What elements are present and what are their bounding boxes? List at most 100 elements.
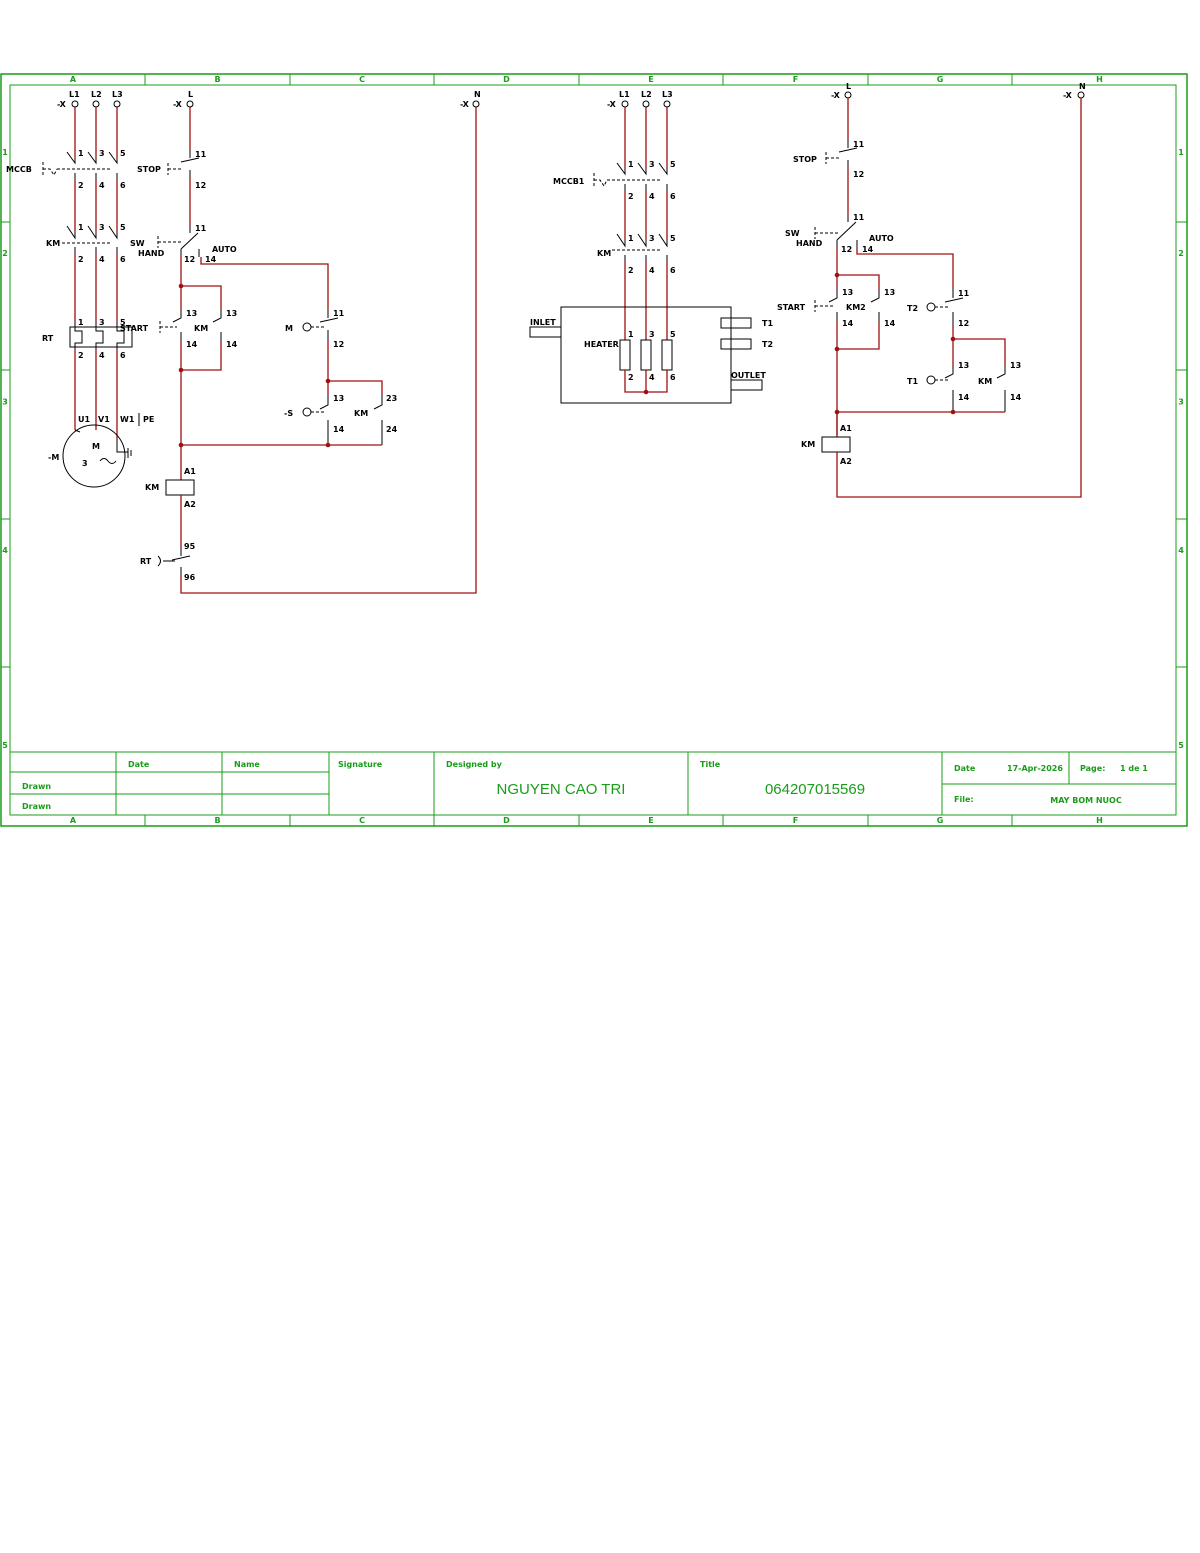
heater-terminal-l3 <box>663 100 671 108</box>
stop-pin-11: 11 <box>195 150 207 159</box>
c3-km-seal-label: KM <box>978 377 992 386</box>
mccb1-pin-2: 2 <box>628 192 634 201</box>
km-pin-2: 2 <box>78 255 84 264</box>
heater-control-circuit: -X L -X N STOP 11 12 SW HAND AUTO 11 12 … <box>777 82 1086 498</box>
level-s-label: -S <box>284 409 293 418</box>
c3-terminal-n-label: N <box>1079 82 1086 91</box>
c3-auto-label: AUTO <box>869 234 894 243</box>
column-label: E <box>648 816 653 825</box>
c3-hand-label: HAND <box>796 239 823 248</box>
row-label: 3 <box>2 398 8 407</box>
sw-pin-12: 12 <box>184 255 195 264</box>
level-s-pin-14: 14 <box>333 425 345 434</box>
phase-wires-motor <box>74 350 118 440</box>
rt-pin-95: 95 <box>184 542 196 551</box>
column-label: G <box>937 75 944 84</box>
coil-pin-a2: A2 <box>184 500 196 509</box>
mccb-breaker <box>42 151 118 180</box>
heater-power-circuit: -X L1 L2 L3 MCCB1 1 3 5 2 4 6 KM 1 3 5 2… <box>529 90 773 404</box>
heater-wires-top <box>624 107 668 168</box>
km-pin-5: 5 <box>120 223 126 232</box>
rt-pin-4: 4 <box>99 351 105 360</box>
heater-l3-label: L3 <box>662 90 673 99</box>
outlet-label: OUTLET <box>731 371 766 380</box>
start-button <box>159 321 177 333</box>
terminal-l1 <box>71 100 79 108</box>
c3-wire-km2-branch <box>837 274 880 290</box>
c3-km2-pin-13: 13 <box>884 288 895 297</box>
tb-file-label: File: <box>954 795 974 804</box>
ctrl-wire-auto <box>200 257 329 310</box>
c3-km2-contact <box>870 290 880 322</box>
terminal-l3 <box>113 100 121 108</box>
km-seal-label: KM <box>194 324 208 333</box>
c3-start-contact <box>828 290 838 322</box>
heater-pin-6: 6 <box>670 373 676 382</box>
heater-km-pin-1: 1 <box>628 234 634 243</box>
mccb-pin-4: 4 <box>99 181 105 190</box>
rt-pin-2: 2 <box>78 351 84 360</box>
km-aux-23-24 <box>373 395 383 445</box>
c3-selector-actuator <box>814 227 840 239</box>
c3-t1-pin-14: 14 <box>958 393 970 402</box>
heater-terminal-l1 <box>621 100 629 108</box>
n-terminal-label: N <box>474 90 481 99</box>
row-label: 5 <box>2 741 8 750</box>
c3-stop-button <box>825 152 841 164</box>
tb-page-value: 1 de 1 <box>1120 764 1148 773</box>
column-label: B <box>214 816 220 825</box>
c3-start-button <box>814 300 833 312</box>
heater-km-pin-3: 3 <box>649 234 655 243</box>
junction <box>834 346 840 352</box>
km-main-contacts <box>62 225 118 254</box>
tb-drawn-1: Drawn <box>22 782 51 791</box>
motor-w1: W1 <box>120 415 135 424</box>
c3-t1-contact <box>944 365 954 412</box>
c3-coil-label: KM <box>801 440 815 449</box>
heater-km-pin-2: 2 <box>628 266 634 275</box>
km-aux-pin-24: 24 <box>386 425 398 434</box>
c3-terminal-x-n: -X <box>1063 91 1073 100</box>
mccb-pin-2: 2 <box>78 181 84 190</box>
c3-t2-pin-11: 11 <box>958 289 970 298</box>
tb-name-header: Name <box>234 760 260 769</box>
km-pin-4: 4 <box>99 255 105 264</box>
sensor-t1-label: T1 <box>762 319 773 328</box>
c3-t1-label: T1 <box>907 377 918 386</box>
terminal-l2-label: L2 <box>91 90 102 99</box>
ctrl-terminal-x: -X <box>173 100 183 109</box>
mccb1-pin-3: 3 <box>649 160 655 169</box>
column-label: F <box>793 816 798 825</box>
start-pin-13: 13 <box>186 309 197 318</box>
mccb-pin-6: 6 <box>120 181 126 190</box>
heater-wires-mid <box>624 192 668 240</box>
stop-button <box>167 163 183 175</box>
heater-pin-1: 1 <box>628 330 634 339</box>
motor-pe: PE <box>143 415 154 424</box>
mccb1-pin-4: 4 <box>649 192 655 201</box>
level-s-contact <box>319 395 329 445</box>
c3-selector-switch <box>836 215 858 247</box>
mccb1-pin-5: 5 <box>670 160 676 169</box>
c3-km-seal-pin-14: 14 <box>1010 393 1022 402</box>
inlet-label: INLET <box>530 318 556 327</box>
row-label: 4 <box>2 546 8 555</box>
start-contact <box>172 310 182 342</box>
rt-label: RT <box>42 334 54 343</box>
tb-title-label: Title <box>700 760 721 769</box>
phase-wires-top <box>74 107 118 158</box>
c3-terminal-l <box>844 91 852 99</box>
n-terminal <box>472 100 480 108</box>
phase-wires-rt <box>74 254 118 322</box>
terminal-l1-label: L1 <box>69 90 80 99</box>
c3-km-seal-pin-13: 13 <box>1010 361 1021 370</box>
motor-symbol <box>62 424 132 488</box>
c3-start-pin-14: 14 <box>842 319 854 328</box>
rt-pin-96: 96 <box>184 573 196 582</box>
tb-date-value: 17-Apr-2026 <box>1007 764 1063 773</box>
c3-wire-auto <box>856 247 954 288</box>
stop-contact <box>180 150 200 178</box>
level-m-pin-12: 12 <box>333 340 344 349</box>
stop-pin-12: 12 <box>195 181 206 190</box>
rt-aux-actuator <box>157 555 175 567</box>
